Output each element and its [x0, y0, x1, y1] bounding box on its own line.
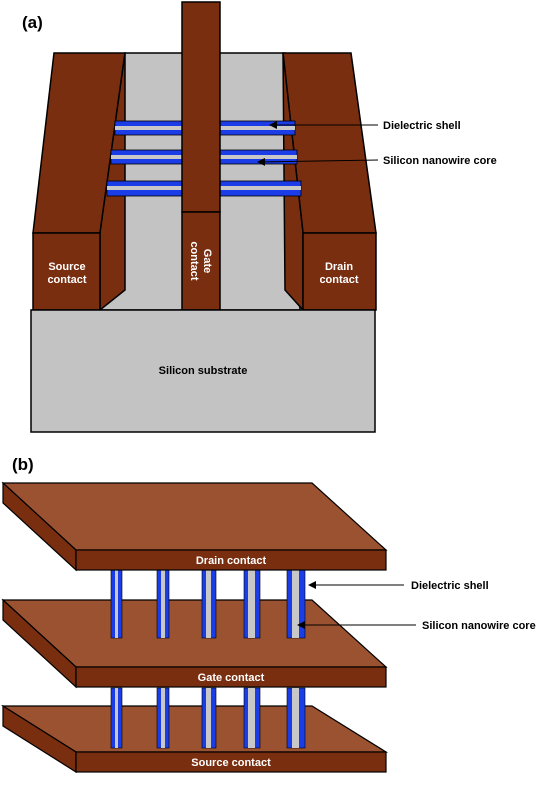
drain-contact-label-b: Drain contact [196, 555, 267, 567]
gate-contact-a [181, 1, 221, 311]
gate-contact-label-b: Gate contact [198, 672, 265, 684]
nanowires-lower [110, 687, 306, 749]
gate-contact-label-a2: contact [188, 241, 200, 280]
gate-contact-plate [1, 598, 388, 689]
drain-contact-label-a2: contact [319, 274, 358, 286]
gate-contact-label-a1: Gate [201, 249, 213, 273]
source-contact-label-a2: contact [47, 274, 86, 286]
panel-a-label: (a) [22, 13, 43, 32]
nanowire-core-label-b: Silicon nanowire core [422, 620, 536, 632]
source-contact-label-a1: Source [48, 261, 85, 273]
dielectric-shell-label-a: Dielectric shell [383, 120, 461, 132]
gate-contact-label-a: Gate contact [188, 241, 213, 280]
dielectric-shell-label-b: Dielectric shell [411, 580, 489, 592]
panel-b-label: (b) [12, 455, 34, 474]
drain-contact-plate [1, 481, 388, 572]
drain-contact-label-a1: Drain [325, 261, 353, 273]
source-contact-label-b: Source contact [191, 757, 271, 769]
nanowires-upper [110, 569, 306, 639]
silicon-substrate [30, 309, 376, 433]
substrate-label: Silicon substrate [159, 365, 248, 377]
nanowire-core-label-a: Silicon nanowire core [383, 155, 497, 167]
nanowire-core-arrow-a [257, 157, 379, 166]
